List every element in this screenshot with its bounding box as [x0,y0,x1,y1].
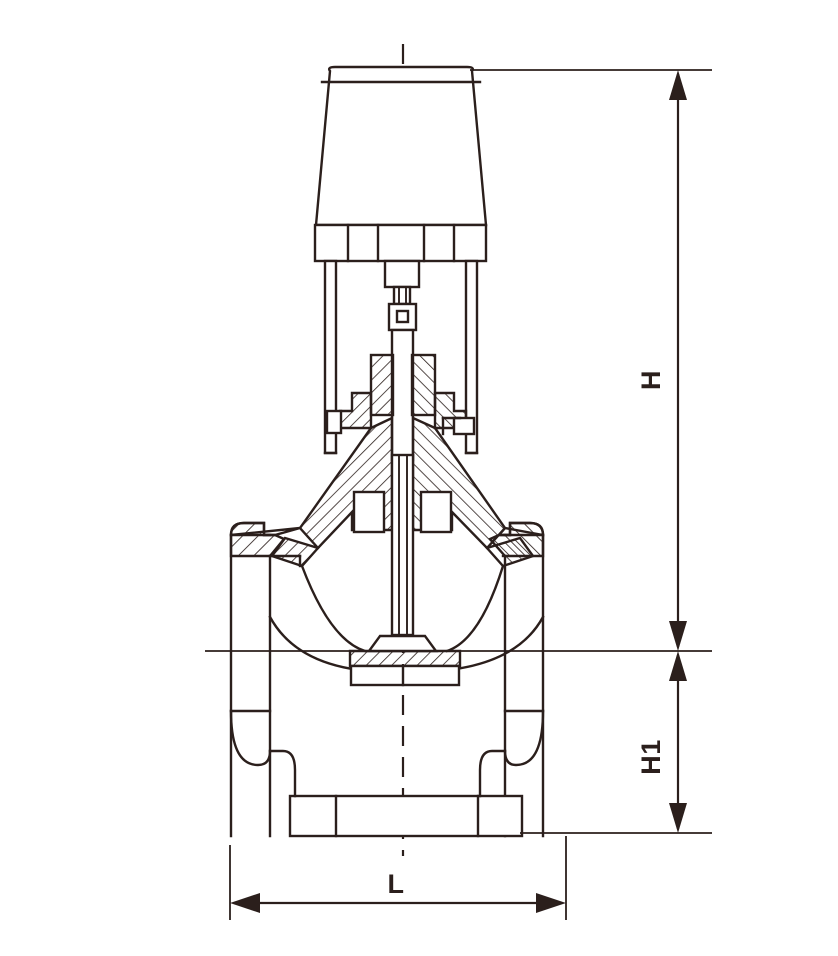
valve-seat-ring [348,649,462,668]
valve-stem-upper [390,328,415,462]
dimension-L: L [229,836,567,920]
dimension-label-H1: H1 [636,739,666,775]
packing-gland-nut [369,353,437,417]
flange-right [488,521,545,558]
dimension-H: H [470,69,712,651]
actuator-base-band [313,223,488,263]
bonnet [298,416,507,550]
dimension-label-L: L [388,869,405,899]
actuator-yoke-columns [323,259,479,455]
actuator-housing [314,65,488,227]
flange-left [229,521,286,558]
valve-stem-lower [390,453,415,637]
gland-flange-steps [325,391,476,436]
stem-coupler-indicator [383,259,421,332]
dimension-H1: H1 [520,651,712,834]
dimension-label-H: H [636,370,666,390]
